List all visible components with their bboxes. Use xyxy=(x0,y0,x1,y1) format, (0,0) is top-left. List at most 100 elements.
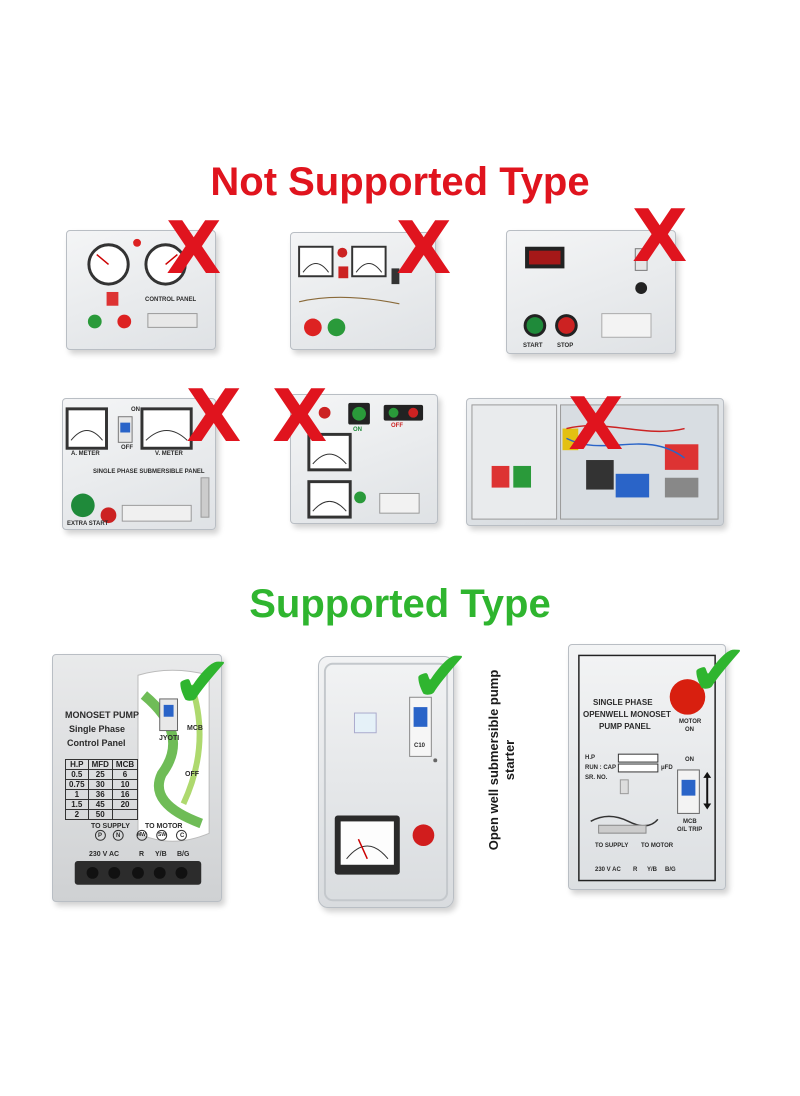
brand-label: JYOTI xyxy=(159,735,180,742)
panel-title: SINGLE PHASE SUBMERSIBLE PANEL xyxy=(93,469,205,475)
label-window xyxy=(353,712,377,734)
ammeter-dial xyxy=(307,432,352,472)
panel-drawing xyxy=(65,407,210,524)
stop-button xyxy=(555,314,578,337)
terminal-n: N xyxy=(116,833,121,839)
off-label: OFF xyxy=(391,423,403,429)
panel-title-2: OPENWELL MONOSET xyxy=(583,710,671,719)
hp-label: H.P xyxy=(585,755,596,761)
on-label: ON xyxy=(353,427,362,433)
indicator-lamp xyxy=(412,824,435,847)
side-label: Open well submersible pump starter xyxy=(486,669,518,851)
breaker-label: C10 xyxy=(414,743,426,749)
check-mark-icon: ✔ xyxy=(172,640,233,724)
capacitor-rating-table: H.P MFD MCB 0.5 25 6 0.75 30 10 1 36 16 … xyxy=(65,759,139,820)
terminal-p: P xyxy=(98,833,103,839)
x-mark-icon: X xyxy=(568,382,624,466)
table-header-row: H.P MFD MCB xyxy=(65,759,139,770)
table-cell: 1.5 xyxy=(65,799,89,810)
breaker xyxy=(634,248,648,271)
contactor-base xyxy=(664,477,699,498)
x-mark-icon: X xyxy=(272,374,328,458)
panel-title-1: MONOSET PUMP xyxy=(65,710,140,720)
contactor xyxy=(491,465,510,488)
start-button xyxy=(87,314,102,329)
table-cell: 6 xyxy=(111,769,139,780)
terminal-strip xyxy=(147,313,198,328)
to-motor-label: TO MOTOR xyxy=(641,843,674,849)
ammeter-dial xyxy=(87,243,130,286)
table-row: 1.5 45 20 xyxy=(65,799,139,810)
fuse xyxy=(338,266,349,279)
table-cell: 30 xyxy=(87,779,113,790)
v-meter-label: V. METER xyxy=(155,451,183,457)
stop-button xyxy=(117,314,132,329)
panel-drawing xyxy=(87,238,198,329)
not-supported-heading: Not Supported Type xyxy=(210,160,590,204)
on-label: ON xyxy=(685,757,694,763)
panel-title-3: Control Panel xyxy=(67,738,126,748)
sr-no-label: SR. NO. xyxy=(585,775,608,781)
relay xyxy=(513,465,532,488)
to-motor-label: TO MOTOR xyxy=(145,823,183,830)
check-mark-icon: ✔ xyxy=(410,634,471,718)
table-cell: 1 xyxy=(65,789,89,800)
digital-display-panel: START STOP xyxy=(506,230,676,354)
table-cell xyxy=(111,809,139,820)
start-label: START xyxy=(523,343,543,349)
terminal-strip xyxy=(121,504,192,522)
indicator-lamp xyxy=(337,247,348,258)
x-mark-icon: X xyxy=(396,206,452,290)
mcb-label: MCB xyxy=(683,819,697,825)
table-cell: 16 xyxy=(111,789,139,800)
ammeter-dial xyxy=(298,245,334,278)
on-label: ON xyxy=(131,407,140,413)
label-plate xyxy=(601,313,652,338)
supported-heading: Supported Type xyxy=(249,582,551,626)
terminal-c: C xyxy=(180,833,185,839)
stop-button xyxy=(100,507,117,524)
indicator-lamp-green xyxy=(354,491,366,504)
extra-start-label: EXTRA START xyxy=(67,521,109,527)
phase-r-label: R xyxy=(139,851,145,858)
enclosure-door xyxy=(323,662,449,902)
table-row: 0.75 30 10 xyxy=(65,779,139,790)
dual-meter-control-panel: CONTROL PANEL xyxy=(66,230,216,350)
module xyxy=(586,460,614,490)
start-button xyxy=(523,314,547,337)
table-cell: 0.75 xyxy=(65,779,89,790)
panel-title-3: PUMP PANEL xyxy=(599,722,651,731)
label-plate xyxy=(379,492,420,514)
off-label: OFF xyxy=(185,771,199,778)
mfd-unit-label: μFD xyxy=(661,765,673,771)
supply-voltage-label: 230 V AC xyxy=(89,851,120,858)
dual-meter-boxed-panel xyxy=(290,232,436,350)
phase-bg-label: B/G xyxy=(177,851,190,858)
phase-yb-label: Y/B xyxy=(647,867,658,873)
ol-trip-label: O/L TRIP xyxy=(677,827,703,833)
to-supply-label: TO SUPPLY xyxy=(595,843,629,849)
check-mark-icon: ✔ xyxy=(688,628,749,712)
terminal-sw: SW xyxy=(158,832,167,838)
capacitor xyxy=(615,473,650,498)
fuse xyxy=(106,291,119,306)
table-header: H.P xyxy=(65,759,89,770)
x-mark-icon: X xyxy=(186,374,242,458)
mcb-label: MCB xyxy=(187,725,203,732)
panel-border xyxy=(578,654,716,882)
supply-voltage-label: 230 V AC xyxy=(595,867,621,873)
terminal-mw: MW xyxy=(137,832,146,838)
off-label: OFF xyxy=(121,445,133,451)
table-cell: 36 xyxy=(87,789,113,800)
panel-drawing xyxy=(74,669,210,885)
voltmeter-dial xyxy=(351,245,387,278)
a-meter-label: A. METER xyxy=(71,451,100,457)
panel-title-2: Single Phase xyxy=(69,724,126,734)
table-cell: 45 xyxy=(87,799,113,810)
panel-drawing xyxy=(298,245,400,337)
voltmeter-dial xyxy=(140,407,193,450)
table-row: 2 50 xyxy=(65,809,139,820)
table-row: 1 36 16 xyxy=(65,789,139,800)
phase-yb-label: Y/B xyxy=(155,851,167,858)
stop-button xyxy=(304,318,322,337)
